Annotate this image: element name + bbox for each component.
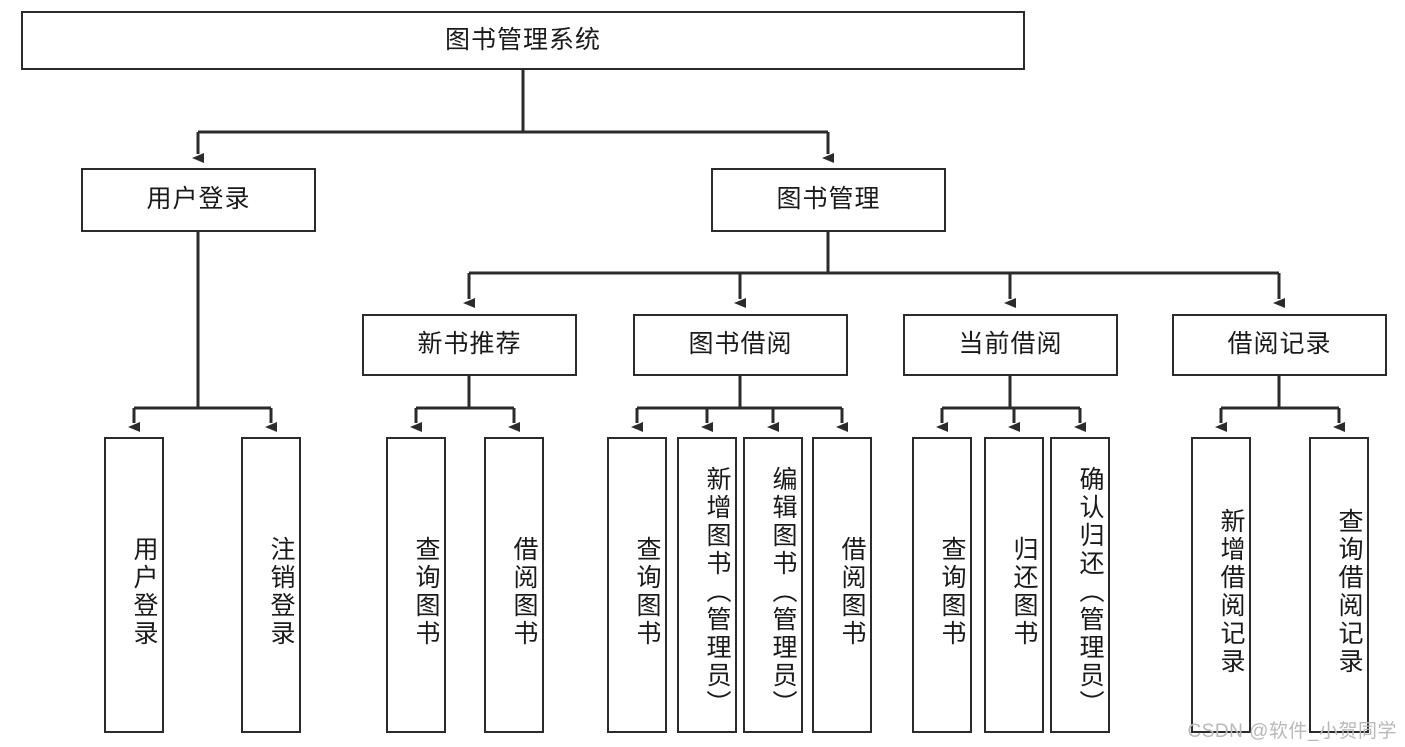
node-leaf-logout-label: 注销登录 (267, 536, 295, 648)
node-leaf-confirm-return-label: 确认归还（管理员） (1076, 466, 1104, 718)
node-leaf-query-record[interactable]: 查询借阅记录 (1309, 437, 1369, 733)
node-leaf-borrow-book-2-label: 借阅图书 (838, 536, 866, 648)
node-leaf-query-book-2[interactable]: 查询图书 (607, 437, 667, 733)
node-new-book-recommend-label: 新书推荐 (417, 330, 522, 359)
node-root[interactable]: 图书管理系统 (21, 11, 1025, 70)
node-leaf-query-book-2-label: 查询图书 (633, 536, 661, 648)
node-leaf-borrow-book-1[interactable]: 借阅图书 (484, 437, 544, 733)
node-book-borrow[interactable]: 图书借阅 (633, 314, 848, 376)
node-new-book-recommend[interactable]: 新书推荐 (362, 314, 577, 376)
node-leaf-add-record[interactable]: 新增借阅记录 (1191, 437, 1251, 733)
node-leaf-query-book-1[interactable]: 查询图书 (386, 437, 446, 733)
node-leaf-query-book-1-label: 查询图书 (412, 536, 440, 648)
node-user-login[interactable]: 用户登录 (81, 168, 316, 232)
node-current-borrow-label: 当前借阅 (958, 330, 1063, 359)
node-book-manage[interactable]: 图书管理 (711, 168, 946, 232)
node-leaf-confirm-return[interactable]: 确认归还（管理员） (1050, 437, 1110, 733)
node-leaf-query-book-3[interactable]: 查询图书 (912, 437, 972, 733)
node-book-manage-label: 图书管理 (776, 185, 881, 214)
node-leaf-borrow-book-2[interactable]: 借阅图书 (812, 437, 872, 733)
node-leaf-borrow-book-1-label: 借阅图书 (510, 536, 538, 648)
node-leaf-add-book-label: 新增图书（管理员） (703, 466, 731, 718)
node-leaf-edit-book-label: 编辑图书（管理员） (769, 466, 797, 718)
node-leaf-add-record-label: 新增借阅记录 (1217, 508, 1245, 676)
node-root-label: 图书管理系统 (444, 25, 601, 54)
node-user-login-label: 用户登录 (146, 185, 251, 214)
node-leaf-logout[interactable]: 注销登录 (241, 437, 301, 733)
node-leaf-edit-book[interactable]: 编辑图书（管理员） (743, 437, 803, 733)
node-leaf-user-login-label: 用户登录 (130, 536, 158, 648)
watermark: CSDN @软件_小贺同学 (1187, 721, 1397, 742)
node-borrow-record[interactable]: 借阅记录 (1172, 314, 1387, 376)
node-leaf-user-login[interactable]: 用户登录 (104, 437, 164, 733)
node-leaf-query-book-3-label: 查询图书 (938, 536, 966, 648)
node-current-borrow[interactable]: 当前借阅 (903, 314, 1118, 376)
node-leaf-query-record-label: 查询借阅记录 (1335, 508, 1363, 676)
node-borrow-record-label: 借阅记录 (1227, 330, 1332, 359)
node-leaf-return-book[interactable]: 归还图书 (984, 437, 1044, 733)
node-leaf-return-book-label: 归还图书 (1010, 536, 1038, 648)
node-leaf-add-book[interactable]: 新增图书（管理员） (677, 437, 737, 733)
node-book-borrow-label: 图书借阅 (688, 330, 793, 359)
